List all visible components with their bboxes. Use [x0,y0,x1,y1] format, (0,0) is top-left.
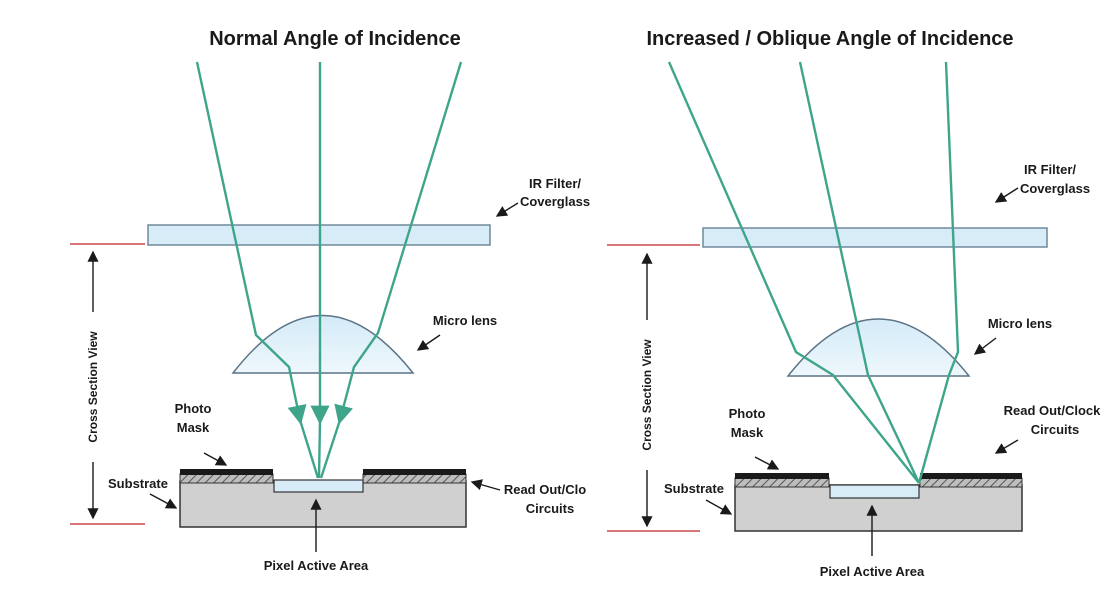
readout-label-line1: Read Out/Clo [504,482,586,497]
ray-center [798,61,921,484]
substrate-label: Substrate [108,476,168,491]
ir-filter-label-line2: Coverglass [1020,181,1090,196]
photo-mask-label-line1: Photo [729,406,766,421]
ir-filter-label-line1: IR Filter/ [529,176,581,191]
ray-left-converge [298,419,320,479]
readout-pointer [470,479,501,491]
cross-section-label: Cross Section View [640,339,654,451]
ray-center-converge [317,419,322,479]
readout-label-line1: Read Out/Clock [1004,403,1102,418]
ray-right-converge [319,419,342,479]
substrate-label: Substrate [664,481,724,496]
ray-left [195,61,307,425]
ir-filter-label-line2: Coverglass [520,194,590,209]
pixel-area-label: Pixel Active Area [820,564,925,579]
ir-filter-pointer [994,187,1019,203]
panel-oblique: Increased / Oblique Angle of Incidence C… [607,28,1101,579]
ray-right [917,61,960,484]
substrate-pointer [705,499,733,515]
panel-title: Normal Angle of Incidence [209,28,461,50]
panel-title: Increased / Oblique Angle of Incidence [646,28,1013,50]
photo-mask-label-line2: Mask [177,420,210,435]
micro-lens-label: Micro lens [988,316,1052,331]
photo-mask-left [735,473,829,479]
photo-mask-label-line1: Photo [175,401,212,416]
micro-lens-label: Micro lens [433,313,497,328]
pixel-active-area [273,479,364,493]
ir-filter-pointer [495,202,519,217]
photo-mask-pointer [203,452,228,466]
panel-normal: Normal Angle of Incidence Cross Section … [70,28,590,573]
photo-mask-label-line2: Mask [731,425,764,440]
readout-label-line2: Circuits [1031,422,1079,437]
pixel-active-area [829,484,920,499]
photo-mask-left [180,469,273,475]
micro-lens [231,314,415,374]
substrate-pointer [149,493,178,509]
readout-label-line2: Circuits [526,501,574,516]
ray-right [334,61,463,425]
ray-left [667,61,920,484]
micro-lens-pointer [416,334,441,351]
photo-mask-right [920,473,1022,479]
readout-circuit-layer-right [362,473,467,484]
readout-pointer [994,439,1019,454]
cross-section-label: Cross Section View [86,331,100,443]
photo-mask-pointer [754,456,780,470]
readout-circuit-layer-right [919,477,1023,488]
readout-circuit-layer-left [179,473,274,484]
pixel-area-label: Pixel Active Area [264,558,369,573]
micro-lens-pointer [973,337,997,355]
micro-lens [786,318,971,377]
readout-circuit-layer-left [734,477,830,488]
photo-mask-right [363,469,466,475]
ir-filter-label-line1: IR Filter/ [1024,162,1076,177]
ir-filter-coverglass [702,227,1048,248]
